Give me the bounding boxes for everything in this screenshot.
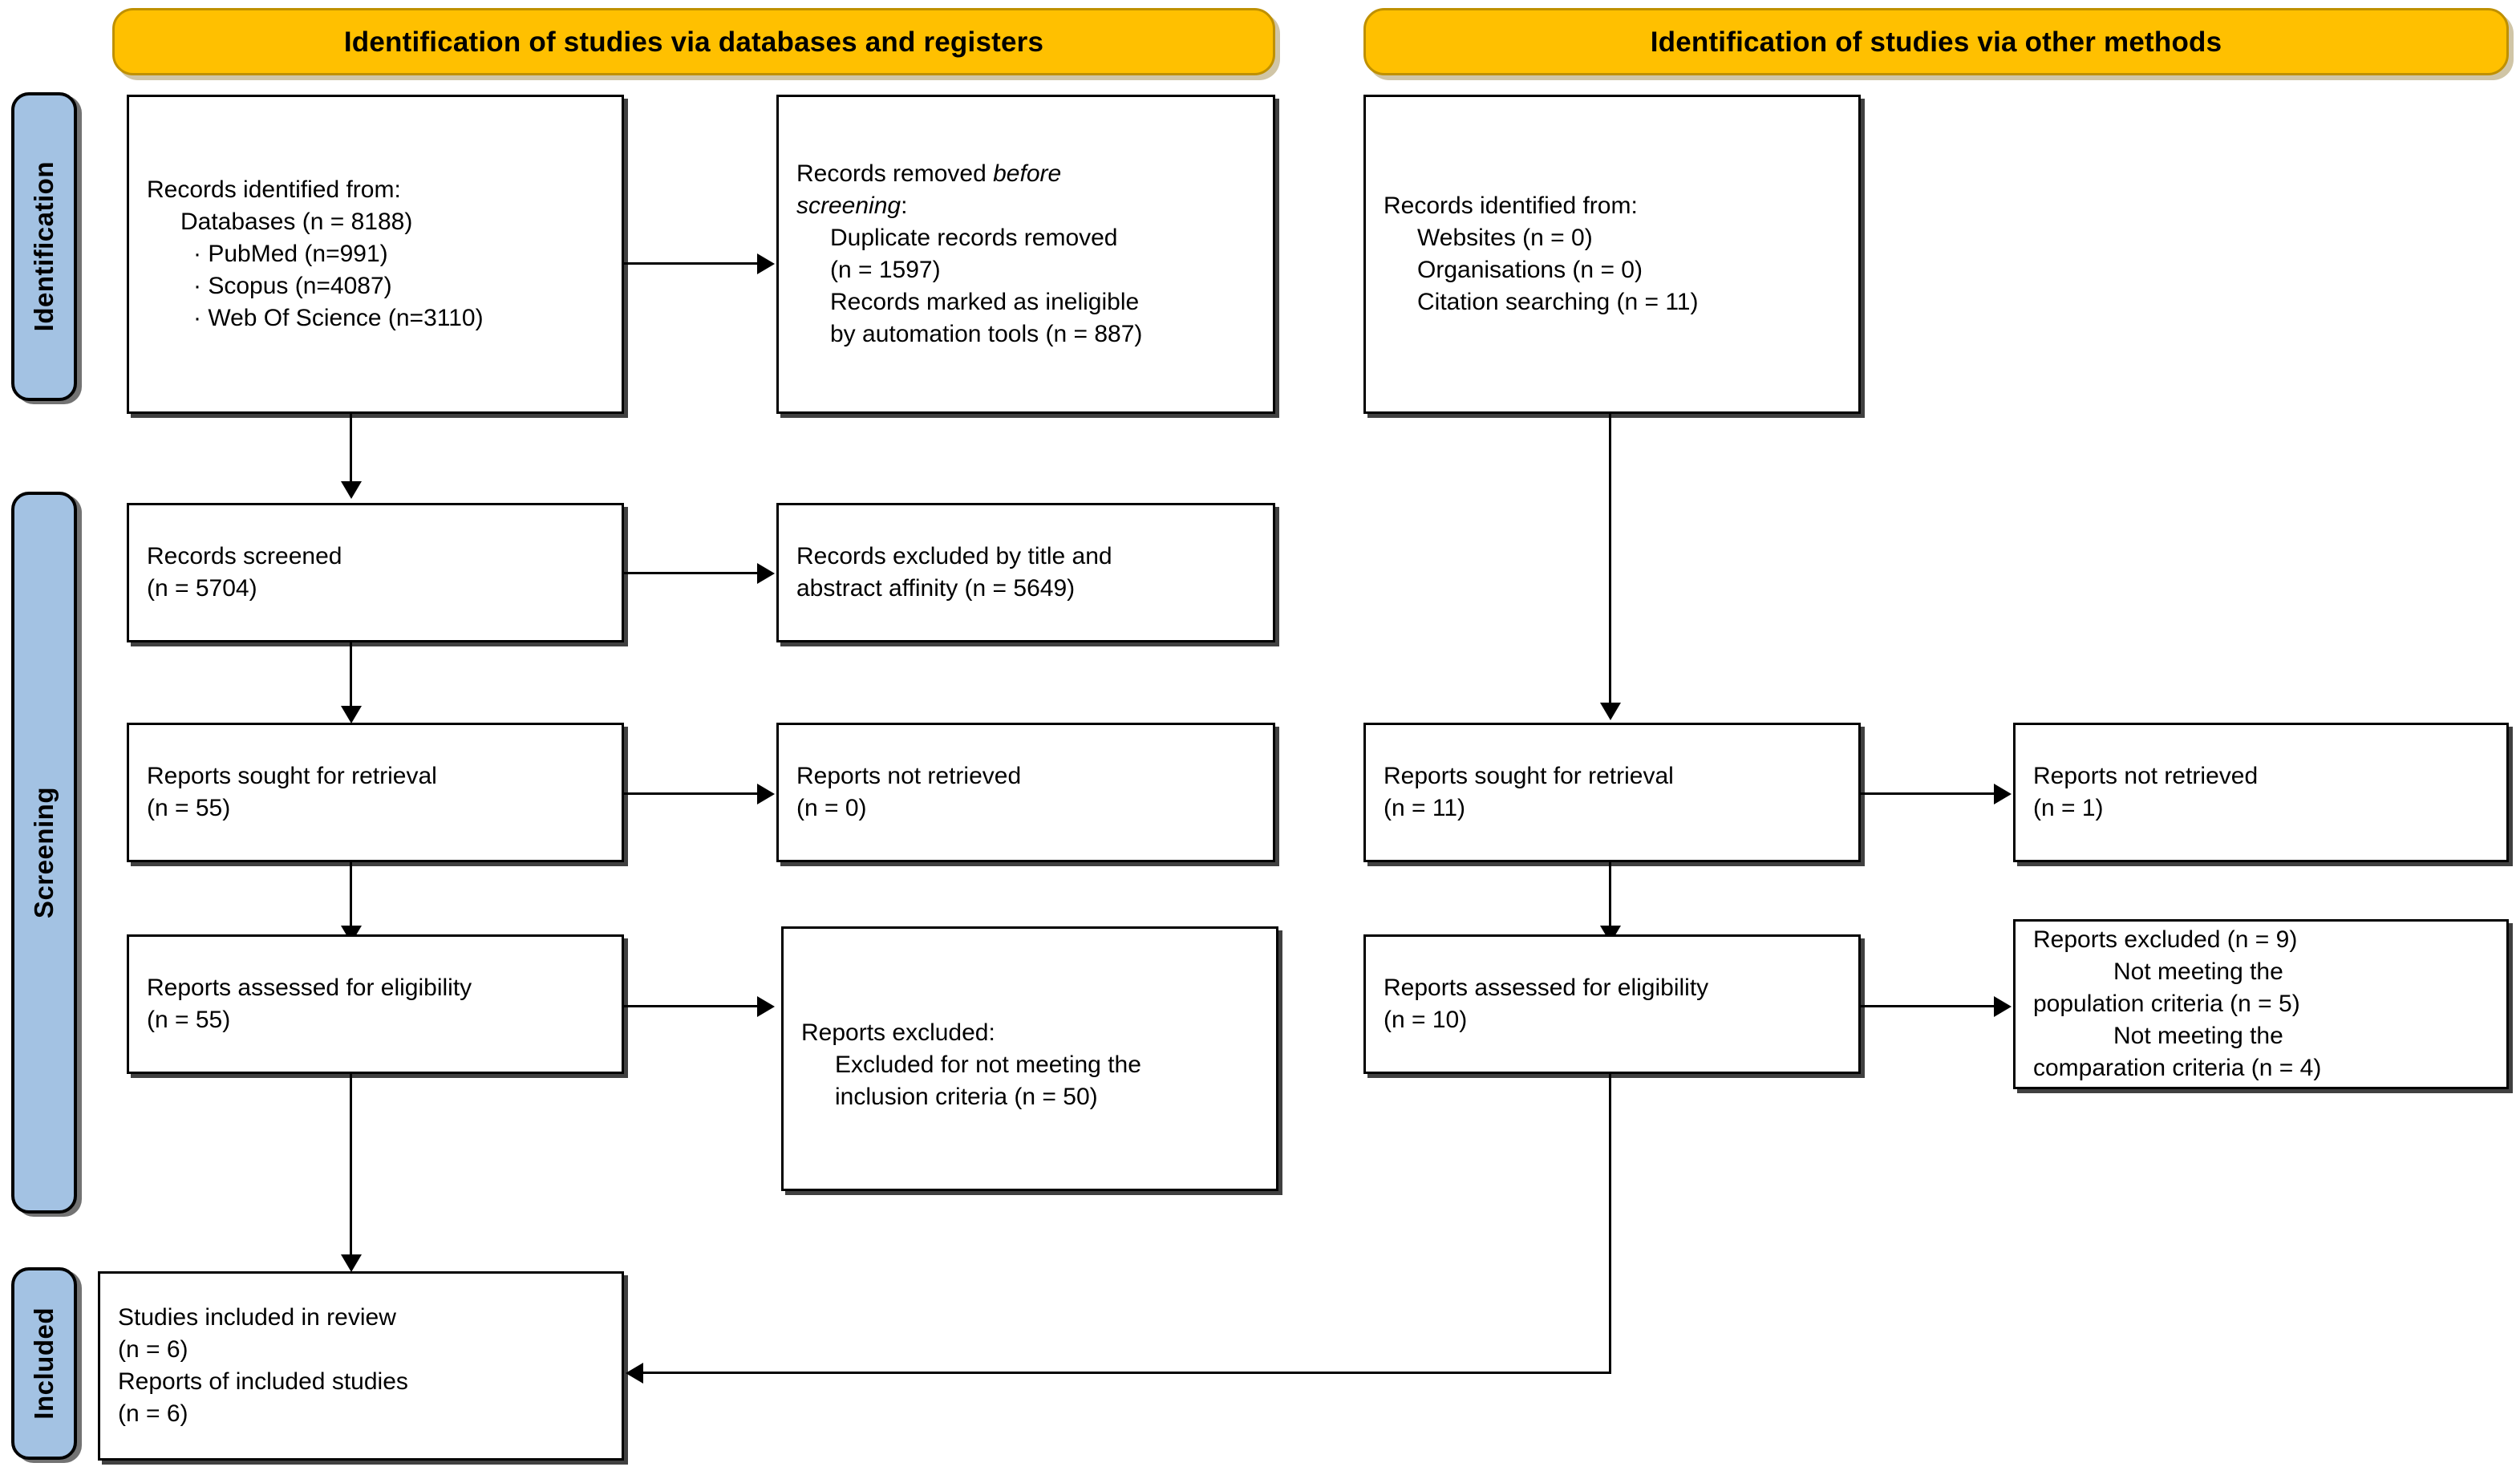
arrowhead-identified-to-screened <box>341 481 362 499</box>
arrowhead-right-to-included <box>626 1363 643 1384</box>
connector-right-to-included-horizontal <box>643 1372 1611 1374</box>
arrowhead-identified-to-removed <box>757 253 775 274</box>
records-screened-label: Records screened <box>147 543 342 570</box>
phase-bar-included: Included <box>11 1267 77 1460</box>
box-records-excluded: Records excluded by title and abstract a… <box>776 503 1275 642</box>
box-records-identified-other: Records identified from: Websites (n = 0… <box>1363 95 1861 414</box>
reports-sought-left-label: Reports sought for retrieval <box>147 763 437 790</box>
studies-included-count: (n = 6) <box>118 1336 188 1364</box>
reports-excluded-left-heading: Reports excluded: <box>801 1019 995 1046</box>
records-removed-heading-emph: before <box>993 160 1062 188</box>
connector-sought-to-assessed-left <box>350 862 352 931</box>
connector-sought-to-not-retrieved-left <box>624 792 757 795</box>
arrowhead-sought-to-not-retrieved-right <box>1994 784 2012 804</box>
connector-screened-to-excluded <box>624 572 757 574</box>
connector-sought-to-assessed-right <box>1609 862 1611 931</box>
arrowhead-other-identified-to-sought <box>1600 703 1621 720</box>
records-excluded-line2: abstract affinity (n = 5649) <box>796 575 1076 602</box>
records-marked-ineligible: Records marked as ineligible <box>830 288 1140 315</box>
reports-excluded-right-line2: population criteria (n = 5) <box>2033 991 2300 1018</box>
connector-identified-to-removed <box>624 262 757 265</box>
records-removed-heading-colon: : <box>901 192 908 220</box>
reports-sought-right-count: (n = 11) <box>1384 795 1465 821</box>
reports-included-count: (n = 6) <box>118 1400 188 1427</box>
reports-excluded-right-heading: Reports excluded (n = 9) <box>2033 926 2298 954</box>
records-identified-citation: Citation searching (n = 11) <box>1417 288 1699 315</box>
records-identified-databases: Databases (n = 8188) <box>180 209 413 236</box>
box-reports-sought-left: Reports sought for retrieval (n = 55) <box>127 723 624 862</box>
reports-excluded-right-line1: Not meeting the <box>2113 958 2283 986</box>
records-identified-other-heading: Records identified from: <box>1384 192 1638 220</box>
box-reports-not-retrieved-right: Reports not retrieved (n = 1) <box>2013 723 2509 862</box>
reports-assessed-left-count: (n = 55) <box>147 1007 231 1033</box>
reports-not-retrieved-right-count: (n = 1) <box>2033 795 2104 821</box>
reports-included-label: Reports of included studies <box>118 1368 408 1395</box>
box-records-identified-databases: Records identified from: Databases (n = … <box>127 95 624 414</box>
reports-not-retrieved-left-label: Reports not retrieved <box>796 763 1022 790</box>
reports-excluded-left-line1: Excluded for not meeting the <box>835 1051 1141 1078</box>
arrowhead-sought-to-not-retrieved-left <box>757 784 775 804</box>
connector-right-to-included-vertical <box>1609 1074 1611 1374</box>
arrowhead-assessed-to-excluded-right <box>1994 996 2012 1017</box>
banner-databases-label: Identification of studies via databases … <box>343 26 1044 58</box>
box-reports-not-retrieved-left: Reports not retrieved (n = 0) <box>776 723 1275 862</box>
records-removed-heading-line2: screening: <box>796 190 1255 222</box>
reports-not-retrieved-left-count: (n = 0) <box>796 795 867 821</box>
arrowhead-screened-to-sought <box>341 706 362 723</box>
records-automation-tools: by automation tools (n = 887) <box>830 320 1143 347</box>
box-reports-excluded-right: Reports excluded (n = 9) Not meeting the… <box>2013 919 2509 1089</box>
reports-sought-left-count: (n = 55) <box>147 795 231 821</box>
reports-excluded-right-line4: comparation criteria (n = 4) <box>2033 1054 2322 1081</box>
banner-other-methods-label: Identification of studies via other meth… <box>1650 26 2222 58</box>
records-identified-wos: · Web Of Science (n=3110) <box>193 304 484 331</box>
reports-sought-right-label: Reports sought for retrieval <box>1384 763 1674 790</box>
phase-label-included: Included <box>29 1307 59 1420</box>
box-reports-excluded-left: Reports excluded: Excluded for not meeti… <box>781 926 1278 1191</box>
arrowhead-assessed-to-excluded-left <box>757 996 775 1017</box>
connector-assessed-to-excluded-right <box>1861 1005 1994 1007</box>
records-identified-pubmed: · PubMed (n=991) <box>193 241 388 268</box>
reports-assessed-left-label: Reports assessed for eligibility <box>147 975 472 1002</box>
records-screened-count: (n = 5704) <box>147 575 257 602</box>
arrowhead-assessed-to-included <box>341 1254 362 1272</box>
connector-other-identified-to-sought <box>1609 414 1611 707</box>
reports-excluded-left-line2: inclusion criteria (n = 50) <box>835 1083 1098 1110</box>
phase-bar-identification: Identification <box>11 92 77 401</box>
studies-included-label: Studies included in review <box>118 1304 396 1331</box>
phase-label-screening: Screening <box>29 786 59 919</box>
connector-assessed-to-included <box>350 1074 352 1260</box>
connector-identified-to-screened <box>350 414 352 486</box>
records-identified-heading: Records identified from: <box>147 176 401 204</box>
reports-excluded-right-line3: Not meeting the <box>2113 1022 2283 1049</box>
records-removed-heading-emph2: screening <box>796 192 901 220</box>
banner-other-methods: Identification of studies via other meth… <box>1363 8 2509 75</box>
records-identified-websites: Websites (n = 0) <box>1417 225 1593 252</box>
reports-assessed-right-count: (n = 10) <box>1384 1007 1468 1033</box>
phase-label-identification: Identification <box>29 161 59 332</box>
box-reports-assessed-right: Reports assessed for eligibility (n = 10… <box>1363 934 1861 1074</box>
records-excluded-line1: Records excluded by title and <box>796 543 1112 570</box>
records-removed-heading-text: Records removed <box>796 160 994 188</box>
records-removed-heading-line1: Records removed before <box>796 158 1255 190</box>
arrowhead-screened-to-excluded <box>757 563 775 584</box>
connector-screened-to-sought <box>350 642 352 711</box>
connector-sought-to-not-retrieved-right <box>1861 792 1994 795</box>
records-identified-scopus: · Scopus (n=4087) <box>193 272 392 299</box>
box-studies-included: Studies included in review (n = 6) Repor… <box>98 1271 624 1461</box>
connector-assessed-to-excluded-left <box>624 1005 757 1007</box>
box-reports-sought-right: Reports sought for retrieval (n = 11) <box>1363 723 1861 862</box>
phase-bar-screening: Screening <box>11 492 77 1214</box>
duplicate-records-removed: Duplicate records removed <box>830 225 1118 252</box>
duplicate-records-count: (n = 1597) <box>830 257 941 283</box>
reports-not-retrieved-right-label: Reports not retrieved <box>2033 763 2259 790</box>
box-records-screened: Records screened (n = 5704) <box>127 503 624 642</box>
banner-databases-and-registers: Identification of studies via databases … <box>112 8 1275 75</box>
box-records-removed-before-screening: Records removed before screening: Duplic… <box>776 95 1275 414</box>
records-identified-organisations: Organisations (n = 0) <box>1417 257 1643 283</box>
reports-assessed-right-label: Reports assessed for eligibility <box>1384 975 1709 1002</box>
box-reports-assessed-left: Reports assessed for eligibility (n = 55… <box>127 934 624 1074</box>
